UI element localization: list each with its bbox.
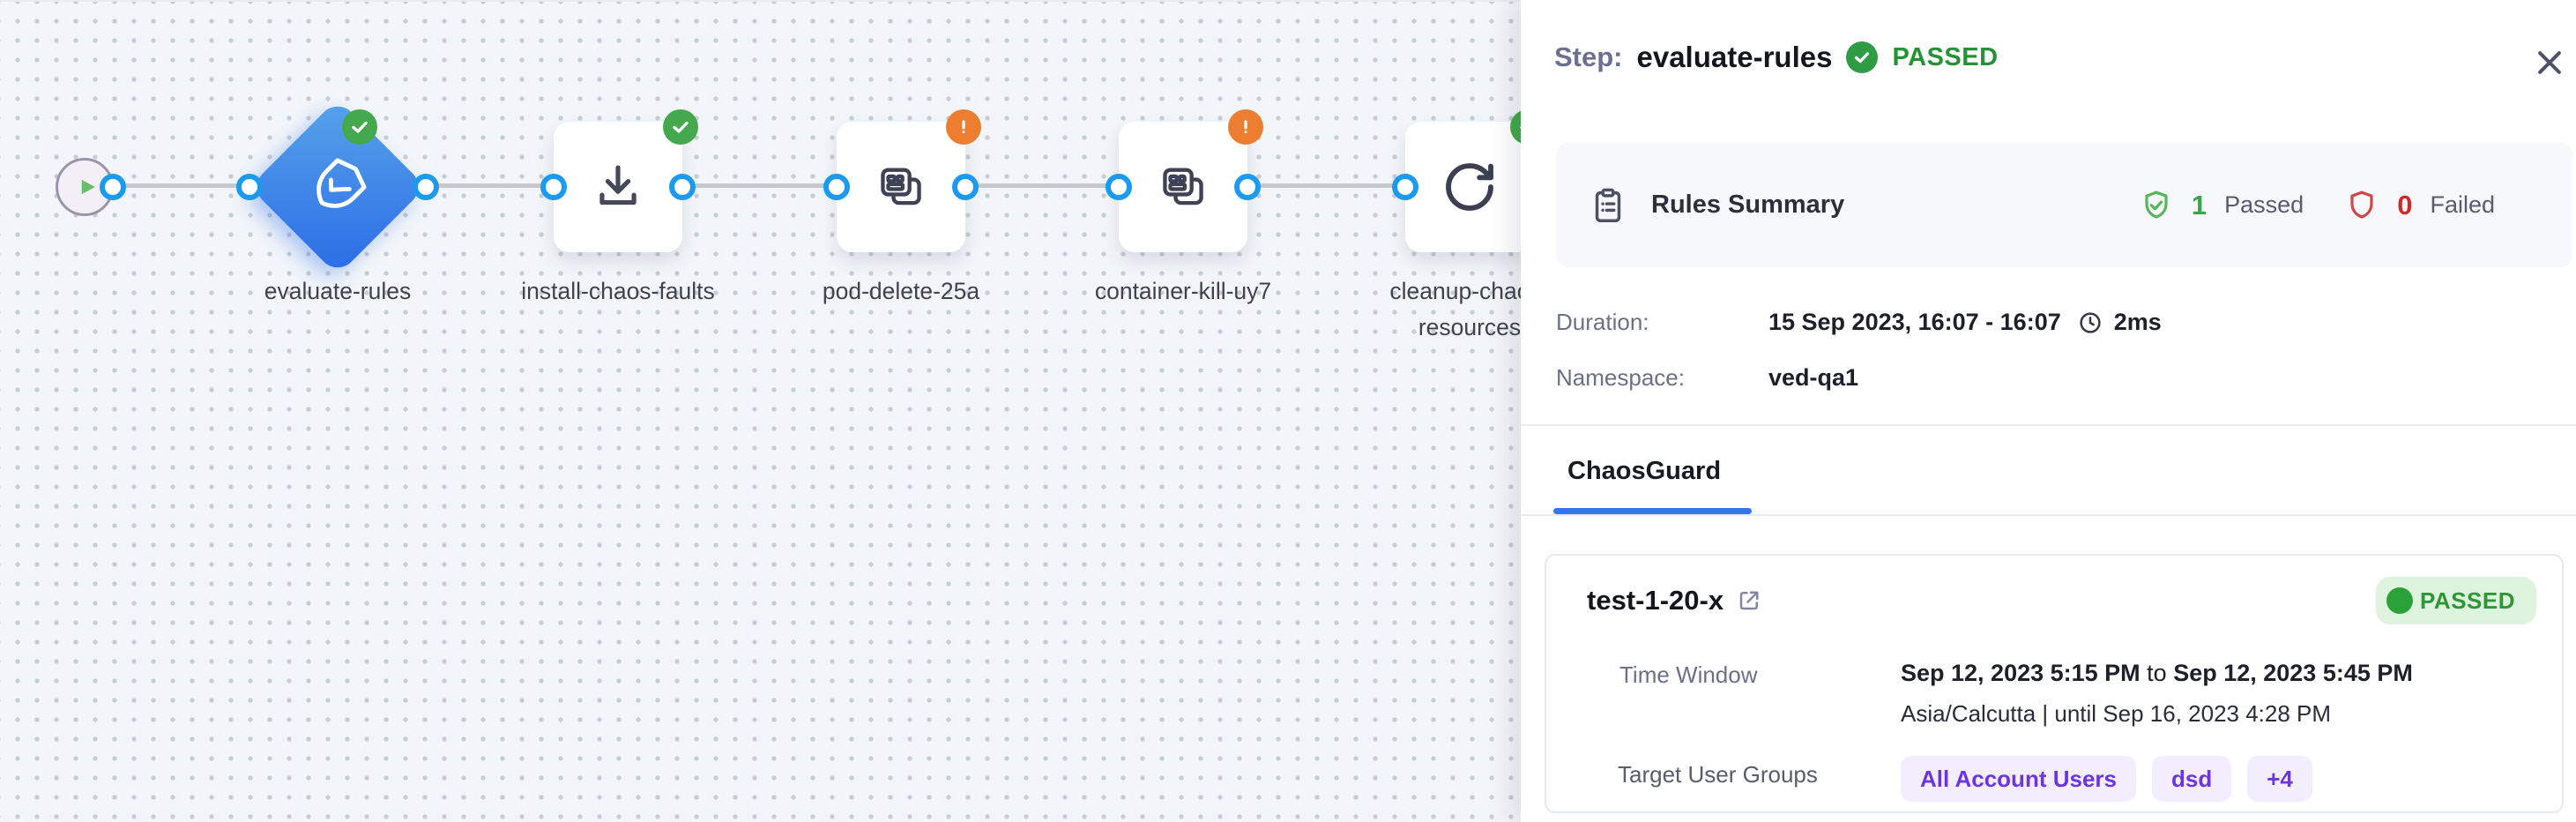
time-window-range: Sep 12, 2023 5:15 PM to Sep 12, 2023 5:4… (1901, 660, 2413, 686)
play-icon (70, 174, 101, 200)
user-group-tag: dsd (2151, 756, 2232, 802)
chaosguard-condition-card: test-1-20-x PASSED Time Window Sep 12, 2… (1545, 554, 2564, 813)
time-window-timezone: Asia/Calcutta | until Sep 16, 2023 4:28 … (1901, 700, 2332, 727)
status-dot-icon (2386, 587, 2413, 614)
node-pod-delete-25a[interactable] (837, 122, 965, 252)
clipboard-icon (1588, 185, 1628, 226)
clock-icon (2077, 310, 2103, 336)
status-warning-badge (946, 109, 981, 145)
target-user-groups: All Account Users dsd +4 (1901, 756, 2312, 802)
step-details-panel: Step: evaluate-rules PASSED (1521, 0, 2576, 822)
connector-line (113, 183, 1523, 188)
tab-chaosguard[interactable]: ChaosGuard (1567, 457, 1722, 485)
status-check-badge (663, 109, 698, 145)
node-container-kill-uy7[interactable] (1119, 122, 1247, 252)
active-tab-underline (1553, 508, 1752, 514)
port[interactable] (823, 174, 850, 200)
port[interactable] (236, 174, 263, 200)
port[interactable] (1234, 174, 1261, 200)
node-label: container-kill-uy7 (1094, 278, 1272, 304)
shield-failed-icon (2344, 188, 2379, 223)
namespace-value: ved-qa1 (1768, 364, 1859, 391)
experiment-icon (1158, 161, 1209, 213)
rules-summary-card: Rules Summary 1 Passed 0 Failed (1556, 143, 2572, 267)
status-warning-badge (1228, 109, 1263, 145)
shield-check-icon (289, 138, 386, 235)
user-group-tag: All Account Users (1901, 756, 2136, 802)
node-cleanup-chaos-resources[interactable] (1405, 122, 1534, 252)
close-button[interactable] (2529, 42, 2570, 83)
port[interactable] (413, 174, 439, 200)
step-title: evaluate-rules (1636, 41, 1833, 73)
download-icon (591, 160, 645, 214)
target-user-groups-label: Target User Groups (1618, 761, 1818, 788)
port[interactable] (952, 174, 979, 200)
step-prefix: Step: (1554, 41, 1623, 72)
guard-status-badge: PASSED (2376, 577, 2536, 624)
port[interactable] (1106, 174, 1132, 200)
port[interactable] (100, 174, 126, 200)
namespace-label: Namespace: (1556, 364, 1685, 391)
port[interactable] (1392, 174, 1418, 200)
duration-value: 15 Sep 2023, 16:07 - 16:07 (1768, 309, 2061, 335)
passed-check-icon (1846, 41, 1879, 73)
user-group-more-tag[interactable]: +4 (2247, 756, 2312, 802)
node-label: pod-delete-25a (822, 278, 980, 304)
guard-name: test-1-20-x (1587, 585, 1724, 616)
duration-row: Duration: 15 Sep 2023, 16:07 - 16:07 2ms (1556, 309, 2162, 336)
close-icon (2532, 45, 2567, 80)
node-label: install-chaos-faults (521, 278, 715, 304)
node-evaluate-rules[interactable] (249, 98, 427, 276)
rules-summary-title: Rules Summary (1651, 191, 1845, 219)
experiment-icon (875, 161, 927, 213)
tabbar-border (1521, 514, 2576, 516)
step-status-badge: PASSED (1892, 42, 1999, 71)
refresh-icon (1441, 159, 1498, 215)
failed-label: Failed (2430, 191, 2495, 218)
passed-count: 1 (2191, 189, 2207, 220)
node-label: evaluate-rules (264, 278, 412, 304)
divider (1521, 424, 2576, 426)
shield-passed-icon (2139, 188, 2174, 223)
external-link-icon[interactable] (1736, 587, 1762, 614)
status-check-badge (342, 109, 377, 145)
time-window-label: Time Window (1619, 661, 1758, 688)
duration-label: Duration: (1556, 309, 1649, 335)
namespace-row: Namespace: ved-qa1 (1556, 364, 1858, 392)
duration-elapsed: 2ms (2113, 309, 2162, 335)
failed-count: 0 (2397, 189, 2413, 220)
port[interactable] (540, 174, 567, 200)
node-install-chaos-faults[interactable] (554, 122, 682, 252)
panel-header: Step: evaluate-rules PASSED (1554, 41, 1999, 74)
passed-label: Passed (2224, 191, 2304, 218)
port[interactable] (669, 174, 696, 200)
